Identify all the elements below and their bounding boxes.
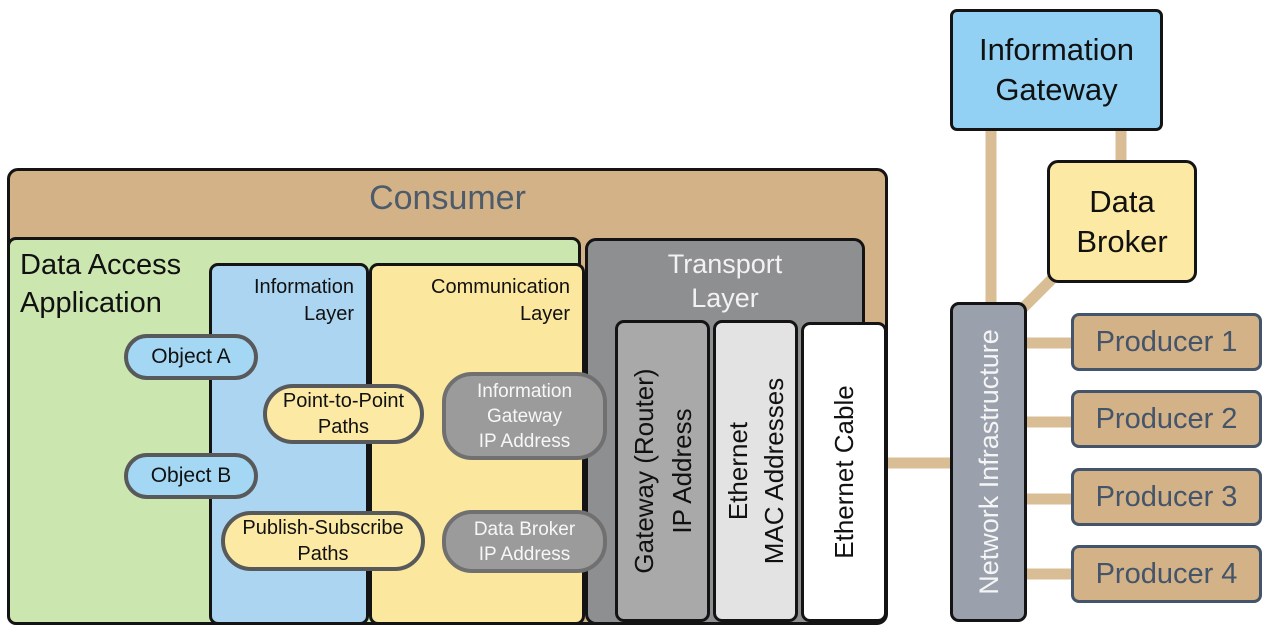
- publish-subscribe-paths-pill: Publish-Subscribe Paths: [221, 511, 425, 571]
- point-to-point-paths-pill: Point-to-Point Paths: [263, 384, 424, 444]
- network-infrastructure-label: Network Infrastructure: [973, 329, 1004, 595]
- object-a-pill: Object A: [124, 334, 258, 380]
- information-gateway-ip-pill: Information Gateway IP Address: [442, 372, 607, 460]
- gateway-router-ip-label: Gateway (Router) IP Address: [628, 368, 697, 574]
- communication-layer-label: Communication Layer: [431, 276, 570, 325]
- information-layer-label: Information Layer: [253, 276, 354, 325]
- data-broker-ip-pill: Data Broker IP Address: [442, 510, 607, 573]
- ethernet-mac-label: Ethernet MAC Addresses: [722, 377, 789, 565]
- gateway-router-ip-box: Gateway (Router) IP Address: [615, 320, 710, 622]
- ethernet-cable-box: Ethernet Cable: [801, 322, 887, 622]
- transport-layer-label: Transport Layer: [667, 249, 783, 313]
- data-broker-node: Data Broker: [1047, 160, 1197, 283]
- producer-4-node: Producer 4: [1071, 545, 1262, 603]
- object-b-pill: Object B: [124, 453, 258, 499]
- information-gateway-node: Information Gateway: [950, 9, 1163, 131]
- producer-1-node: Producer 1: [1071, 313, 1262, 371]
- data-access-application-label: Data Access Application: [20, 249, 182, 319]
- ethernet-cable-label: Ethernet Cable: [829, 385, 859, 559]
- ethernet-mac-box: Ethernet MAC Addresses: [713, 320, 798, 622]
- consumer-title: Consumer: [369, 179, 526, 217]
- producer-2-node: Producer 2: [1071, 390, 1262, 448]
- network-infrastructure-node: Network Infrastructure: [950, 302, 1027, 622]
- producer-3-node: Producer 3: [1071, 468, 1262, 526]
